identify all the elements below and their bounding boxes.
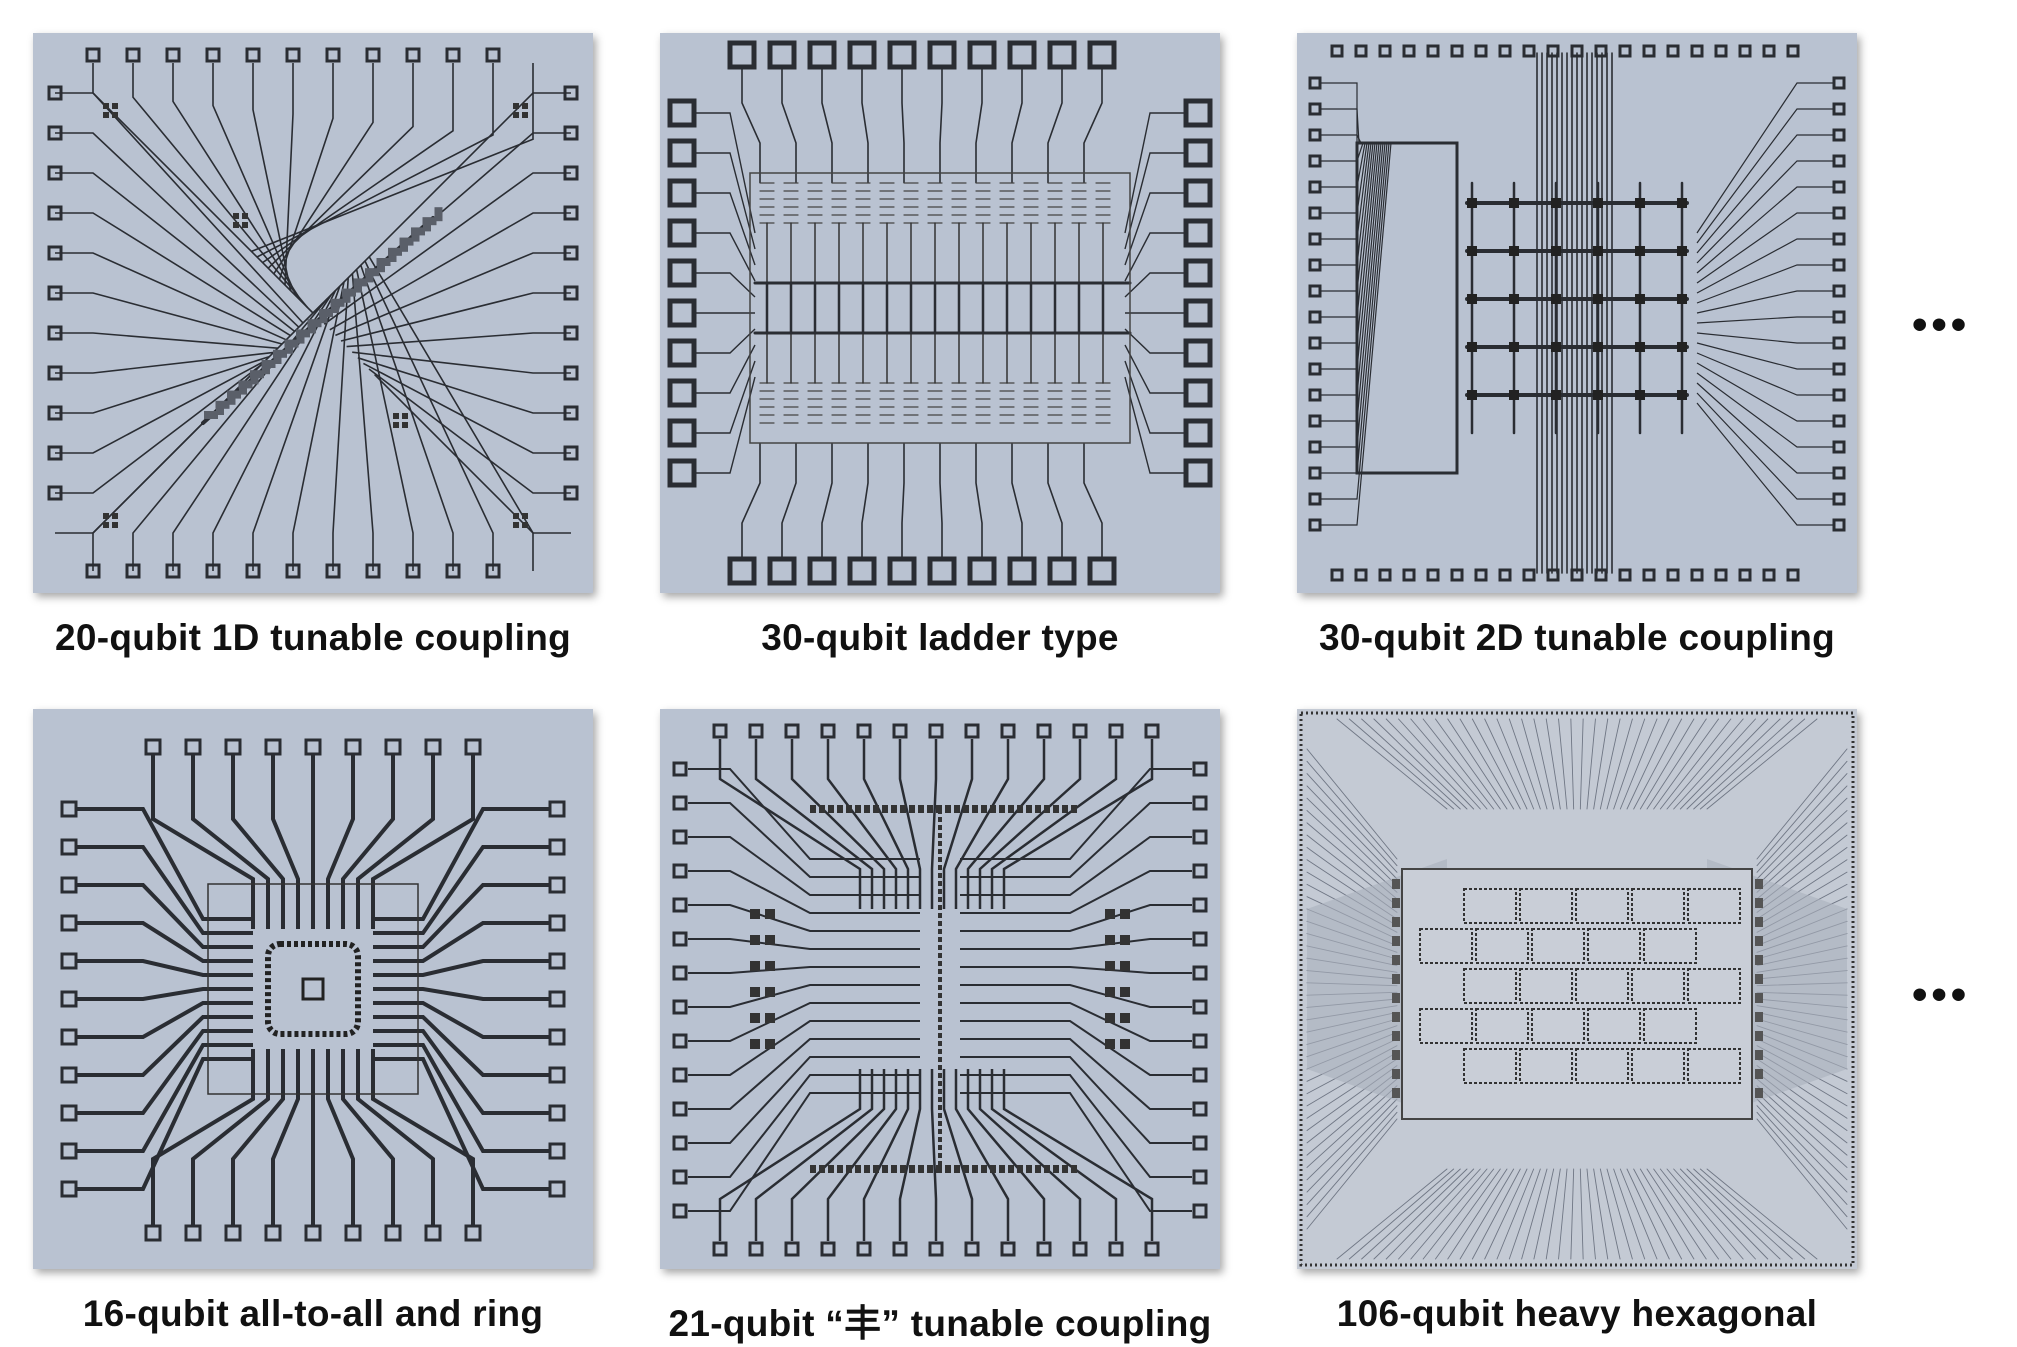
chip-image-106q-heavy-hex xyxy=(1297,709,1857,1269)
chip-caption: 20-qubit 1D tunable coupling xyxy=(54,617,572,658)
chip-caption: 106-qubit heavy hexagonal xyxy=(1336,1293,1818,1334)
chip-image-30q-ladder xyxy=(660,33,1220,593)
chip-panel-4: 16-qubit all-to-all and ring xyxy=(33,709,593,1334)
chip-layout-16q-ring xyxy=(60,738,566,1242)
chip-caption: 30-qubit 2D tunable coupling xyxy=(1318,617,1836,658)
more-ellipsis: ••• xyxy=(1912,300,1971,349)
chip-layout-20q-1d xyxy=(47,47,579,579)
chip-panel-6: 106-qubit heavy hexagonal xyxy=(1297,709,1857,1334)
chip-caption: 16-qubit all-to-all and ring xyxy=(82,1293,544,1334)
chip-layout-21q-feng xyxy=(672,723,1208,1257)
chip-caption: 30-qubit ladder type xyxy=(761,617,1119,658)
chip-image-30q-2d xyxy=(1297,33,1857,593)
chip-panel-5: 21-qubit “丰” tunable coupling xyxy=(660,709,1220,1344)
chip-image-21q-feng xyxy=(660,709,1220,1269)
chip-layout-30q-2d xyxy=(1308,44,1846,582)
chip-layout-106q-heavy-hex xyxy=(1299,711,1855,1267)
chip-panel-1: 20-qubit 1D tunable coupling xyxy=(33,33,593,658)
chip-image-16q-all-to-all xyxy=(33,709,593,1269)
chip-image-20q-1d xyxy=(33,33,593,593)
more-ellipsis: ••• xyxy=(1912,970,1971,1019)
chip-caption: 21-qubit “丰” tunable coupling xyxy=(668,1303,1212,1344)
chip-panel-3: 30-qubit 2D tunable coupling xyxy=(1297,33,1857,658)
chip-panel-2: 30-qubit ladder type xyxy=(660,33,1220,658)
chip-layout-30q-ladder xyxy=(667,40,1213,586)
